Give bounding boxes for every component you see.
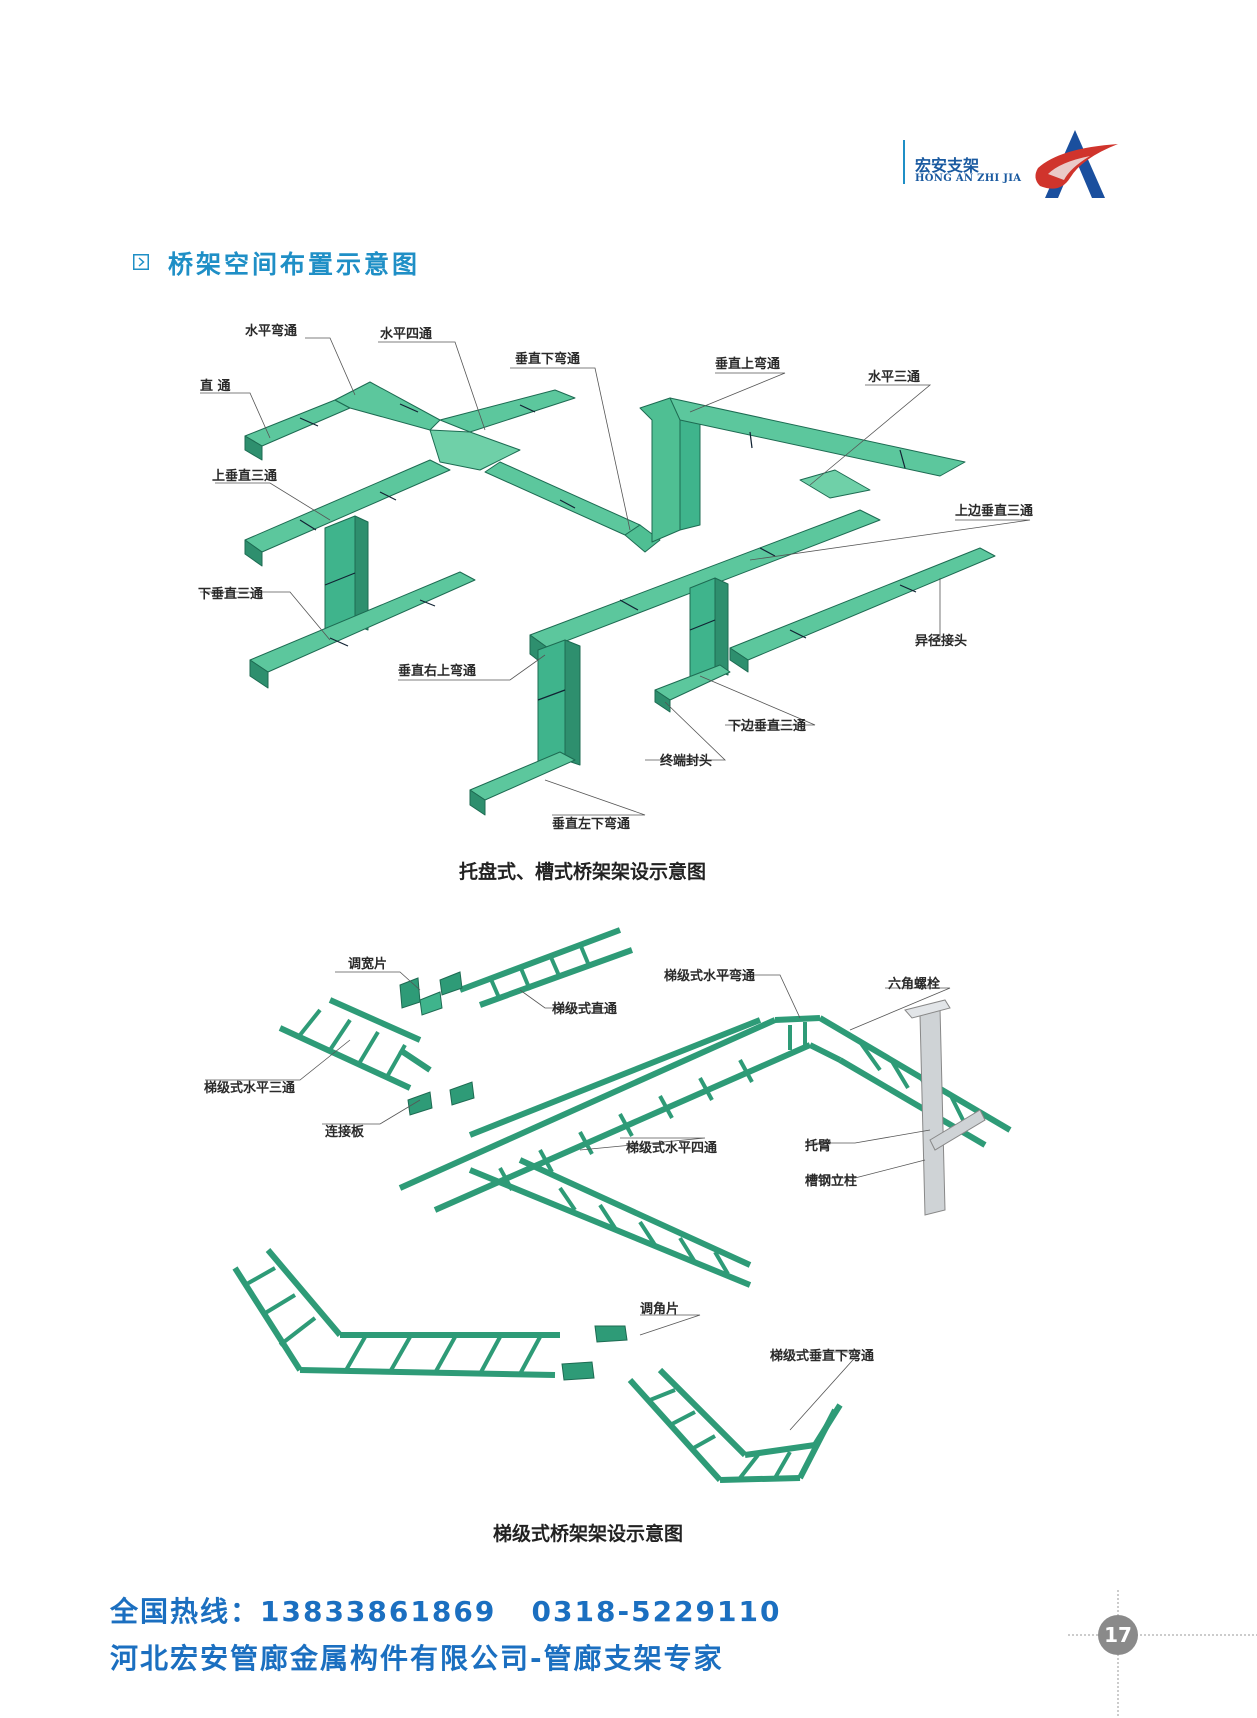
brand-name-en: HONG AN ZHI JIA bbox=[915, 173, 1022, 184]
label-ladder-vertical-down-bend: 梯级式垂直下弯通 bbox=[770, 1348, 874, 1364]
figure2-leaders bbox=[205, 971, 951, 1431]
label-horizontal-cross: 水平四通 bbox=[380, 326, 432, 342]
label-lower-vertical-tee: 下垂直三通 bbox=[198, 586, 263, 602]
footer-company: 河北宏安管廊金属构件有限公司-管廊支架专家 bbox=[110, 1642, 724, 1675]
label-straight: 直 通 bbox=[200, 378, 231, 394]
label-horizontal-tee: 水平三通 bbox=[868, 369, 920, 385]
figure1-labels: 水平弯通 水平四通 垂直下弯通 垂直上弯通 水平三通 直 通 上垂直三通 上边垂… bbox=[198, 323, 1033, 832]
figure1-leaders bbox=[200, 337, 1031, 816]
label-reducer: 异径接头 bbox=[915, 633, 967, 649]
label-ladder-horizontal-cross: 梯级式水平四通 bbox=[626, 1140, 717, 1156]
figure1-illustration bbox=[244, 381, 996, 816]
label-support-arm: 托臂 bbox=[805, 1138, 831, 1154]
label-ladder-horizontal-tee: 梯级式水平三通 bbox=[204, 1080, 295, 1096]
label-ladder-horizontal-elbow: 梯级式水平弯通 bbox=[664, 968, 755, 984]
label-width-adjust-plate: 调宽片 bbox=[348, 956, 387, 972]
label-lower-side-vertical-tee: 下边垂直三通 bbox=[728, 718, 806, 734]
label-hex-bolt: 六角螺栓 bbox=[888, 976, 940, 992]
brand-divider bbox=[903, 140, 905, 184]
section-arrow-icon bbox=[133, 254, 149, 270]
label-ladder-straight: 梯级式直通 bbox=[552, 1001, 617, 1017]
figure2-caption: 梯级式桥架架设示意图 bbox=[493, 1522, 683, 1545]
label-horizontal-elbow: 水平弯通 bbox=[245, 323, 297, 339]
label-upper-vertical-tee: 上垂直三通 bbox=[212, 468, 277, 484]
label-vertical-up-bend: 垂直上弯通 bbox=[715, 356, 780, 372]
label-connection-plate: 连接板 bbox=[325, 1124, 365, 1140]
figure1-caption: 托盘式、槽式桥架架设示意图 bbox=[459, 860, 706, 883]
figure2-illustration bbox=[232, 927, 1012, 1483]
company-logo bbox=[1035, 130, 1118, 198]
label-vertical-left-down-bend: 垂直左下弯通 bbox=[552, 816, 630, 832]
label-upper-side-vertical-tee: 上边垂直三通 bbox=[955, 503, 1033, 519]
label-channel-column: 槽钢立柱 bbox=[805, 1173, 857, 1189]
label-angle-adjust-plate: 调角片 bbox=[640, 1301, 679, 1317]
label-vertical-right-up-bend: 垂直右上弯通 bbox=[398, 663, 476, 679]
section-title: 桥架空间布置示意图 bbox=[168, 250, 421, 279]
page-number: 17 bbox=[1098, 1615, 1138, 1655]
label-vertical-down-bend: 垂直下弯通 bbox=[515, 351, 580, 367]
figure2-labels: 调宽片 梯级式直通 梯级式水平弯通 六角螺栓 梯级式水平三通 连接板 梯级式水平… bbox=[204, 956, 940, 1364]
footer-hotline: 全国热线：13833861869 0318-5229110 bbox=[110, 1595, 782, 1628]
brand-name-cn: 宏安支架 bbox=[915, 156, 980, 175]
label-end-cap: 终端封头 bbox=[660, 753, 712, 769]
